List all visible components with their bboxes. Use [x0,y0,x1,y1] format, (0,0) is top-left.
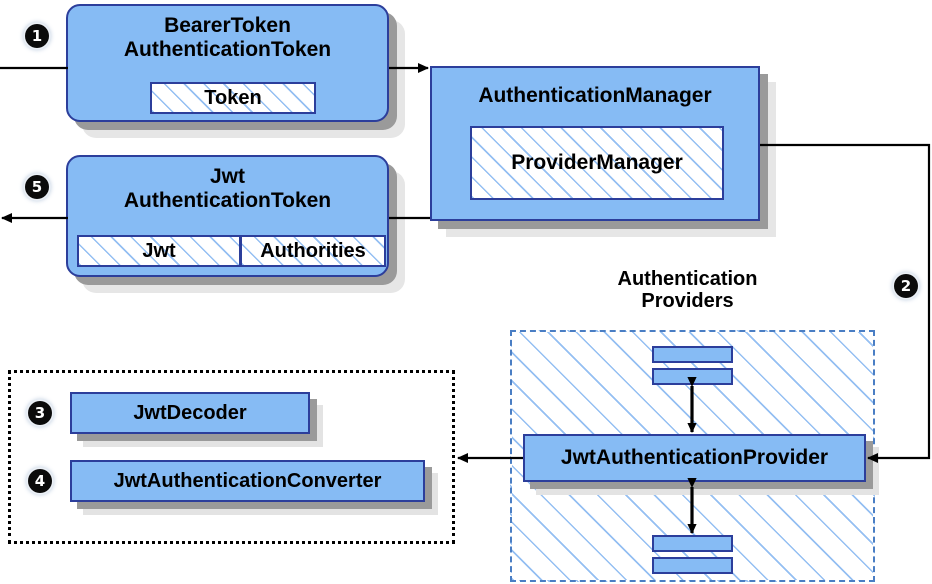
authorities-label: Authorities [260,239,366,262]
step-bullet-3-number: 3 [34,404,46,422]
bearer-token-node[interactable]: BearerToken AuthenticationToken Token [66,4,389,122]
jwt-authentication-token-node[interactable]: Jwt AuthenticationToken Jwt Authorities [66,155,389,277]
jwt-token-title-line2: AuthenticationToken [123,188,332,212]
jwt-decoder-node[interactable]: JwtDecoder [70,392,310,434]
provider-bar-bottom-2 [652,557,733,574]
step-bullet-2: 2 [894,274,918,298]
bearer-token-title-line1: BearerToken [164,14,291,37]
jwt-authentication-converter-node[interactable]: JwtAuthenticationConverter [70,460,425,502]
provider-bar-top-1 [652,346,733,363]
jwt-box: Jwt [77,235,241,267]
token-label: Token [204,86,262,109]
jwt-authentication-provider-node[interactable]: JwtAuthenticationProvider [523,434,866,482]
step-bullet-3: 3 [28,401,52,425]
jwt-decoder-label: JwtDecoder [133,401,247,424]
provider-manager-label: ProviderManager [511,151,683,174]
authentication-manager-title: AuthenticationManager [478,84,712,107]
token-box: Token [150,82,316,114]
jwt-support-group [8,370,455,544]
jwt-token-title-line1: Jwt [209,165,245,188]
step-bullet-1-number: 1 [31,27,43,45]
authorities-box: Authorities [240,235,386,267]
bearer-token-title-line2: AuthenticationToken [123,37,332,61]
step-bullet-5: 5 [25,175,49,199]
provider-manager-box: ProviderManager [470,126,724,200]
step-bullet-2-number: 2 [900,277,912,295]
authentication-providers-label: Authentication Providers [580,268,795,313]
authentication-providers-label-line1: Authentication [617,268,758,290]
jwt-label: Jwt [142,239,176,262]
step-bullet-5-number: 5 [31,178,43,196]
jwt-authentication-provider-label: JwtAuthenticationProvider [560,446,829,470]
jwt-authentication-converter-label: JwtAuthenticationConverter [113,469,382,492]
provider-bar-top-2 [652,368,733,385]
authentication-manager-node[interactable]: AuthenticationManager ProviderManager [430,66,760,221]
step-bullet-1: 1 [25,24,49,48]
step-bullet-4-number: 4 [34,472,46,490]
authentication-providers-label-line2: Providers [641,290,734,313]
provider-bar-bottom-1 [652,535,733,552]
step-bullet-4: 4 [28,469,52,493]
